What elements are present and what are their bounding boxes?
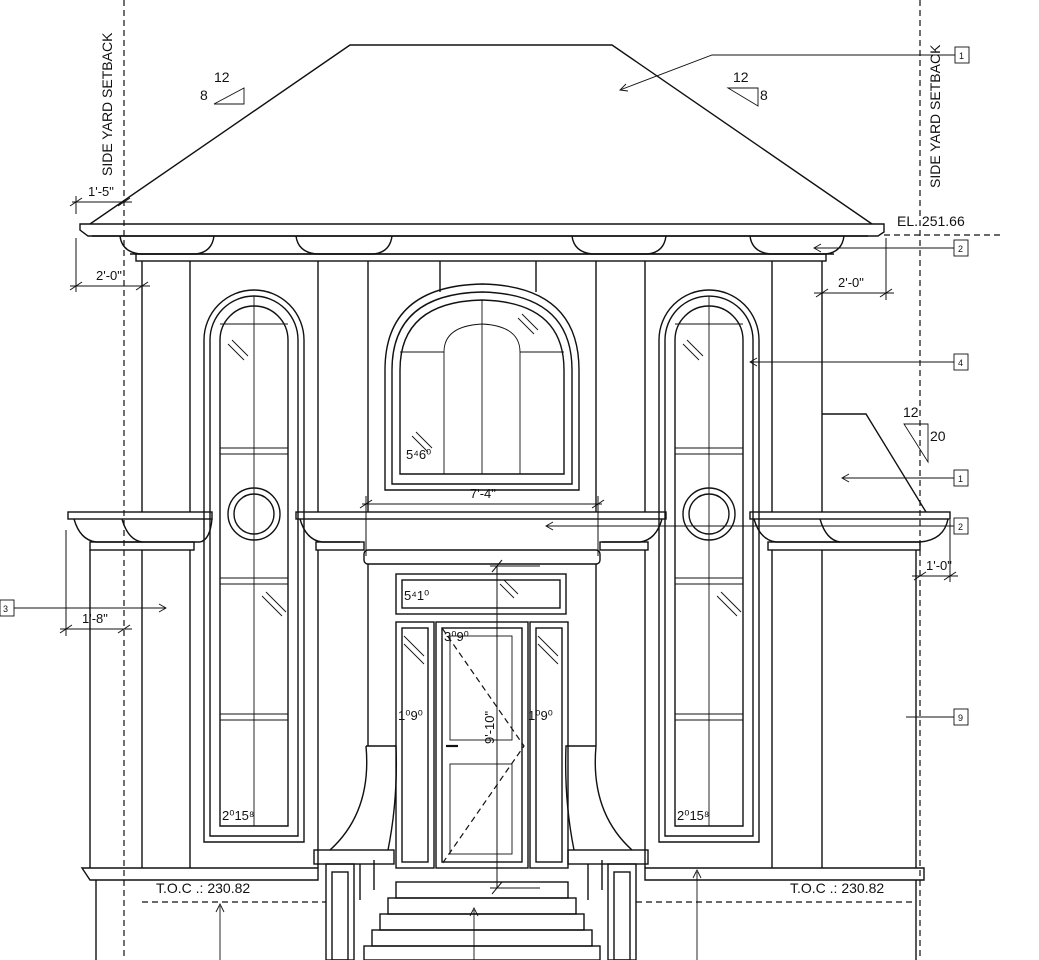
center-arched-window bbox=[384, 283, 580, 491]
left-cornice-dim bbox=[59, 530, 132, 636]
left-pitch-rise: 8 bbox=[200, 87, 208, 103]
right-cornice-label: 1'-0" bbox=[926, 558, 952, 573]
left-frieze-label: 2'-0" bbox=[96, 268, 122, 283]
porch-roof-line bbox=[822, 413, 927, 513]
eave-overhang-label: 1'-5" bbox=[88, 184, 114, 199]
right-sidelight-size: 1⁰9⁰ bbox=[528, 708, 553, 723]
right-toc-label: T.O.C .: 230.82 bbox=[790, 880, 884, 896]
left-tall-window bbox=[203, 289, 305, 843]
porch-span-label: 7'-4" bbox=[470, 486, 496, 501]
transom-size: 5⁴1⁰ bbox=[404, 588, 429, 603]
center-window-size: 5⁴6⁰ bbox=[406, 447, 431, 462]
right-setback-label: SIDE YARD SETBACK bbox=[927, 44, 943, 188]
left-pitch-run: 12 bbox=[214, 69, 230, 85]
right-pitch-run: 12 bbox=[733, 69, 749, 85]
svg-text:1: 1 bbox=[958, 474, 963, 484]
door-size: 3⁰9⁰ bbox=[444, 629, 469, 644]
porch-pitch-rise: 20 bbox=[930, 428, 946, 444]
entry-door-assembly bbox=[395, 573, 569, 869]
left-toc-label: T.O.C .: 230.82 bbox=[156, 880, 250, 896]
stoop bbox=[313, 745, 649, 960]
left-tall-window-size: 2⁰15⁸ bbox=[222, 808, 254, 823]
lower-wall bbox=[89, 550, 917, 868]
mid-cornice bbox=[67, 511, 951, 565]
svg-text:4: 4 bbox=[958, 358, 963, 368]
main-cornice bbox=[79, 223, 885, 262]
callout-tag-1-wall: 1 bbox=[841, 469, 969, 487]
porch-pitch-run: 12 bbox=[903, 404, 919, 420]
callout-tag-4-trim: 4 bbox=[749, 353, 969, 371]
right-frieze-dim bbox=[814, 238, 894, 300]
right-frieze-label: 2'-0" bbox=[838, 275, 864, 290]
left-sidelight-size: 1⁰9⁰ bbox=[398, 708, 423, 723]
right-cornice-dim bbox=[912, 520, 958, 582]
door-height-label: 9'-10" bbox=[482, 710, 497, 744]
left-cornice-label: 1'-8" bbox=[82, 611, 108, 626]
eave-overhang-dim bbox=[69, 196, 132, 214]
left-pitch-triangle bbox=[213, 87, 245, 105]
right-tall-window-size: 2⁰15⁸ bbox=[677, 808, 709, 823]
callout-tag-3-pilaster: 3 bbox=[0, 599, 167, 617]
callout-tag-2-belt: 2 bbox=[545, 517, 969, 535]
svg-text:2: 2 bbox=[958, 244, 963, 254]
left-setback-label: SIDE YARD SETBACK bbox=[99, 32, 115, 176]
right-pitch-triangle bbox=[726, 87, 759, 107]
callout-tag-1-roof: 1 bbox=[619, 46, 970, 92]
water-table bbox=[80, 867, 925, 960]
hip-roof: 12 8 12 8 bbox=[89, 44, 873, 225]
right-pitch-rise: 8 bbox=[760, 87, 768, 103]
callout-tag-2-cornice: 2 bbox=[813, 239, 969, 257]
right-tall-window bbox=[658, 289, 760, 843]
upper-wall bbox=[141, 261, 823, 512]
svg-text:2: 2 bbox=[958, 522, 963, 532]
svg-text:1: 1 bbox=[959, 51, 964, 61]
svg-text:3: 3 bbox=[3, 604, 8, 614]
porch-pitch-triangle bbox=[903, 423, 929, 464]
left-frieze-dim bbox=[69, 238, 150, 292]
svg-text:9: 9 bbox=[958, 713, 963, 723]
callout-tag-9-base: 9 bbox=[906, 708, 969, 726]
roof-elevation-label: EL. 251.66 bbox=[897, 213, 965, 229]
